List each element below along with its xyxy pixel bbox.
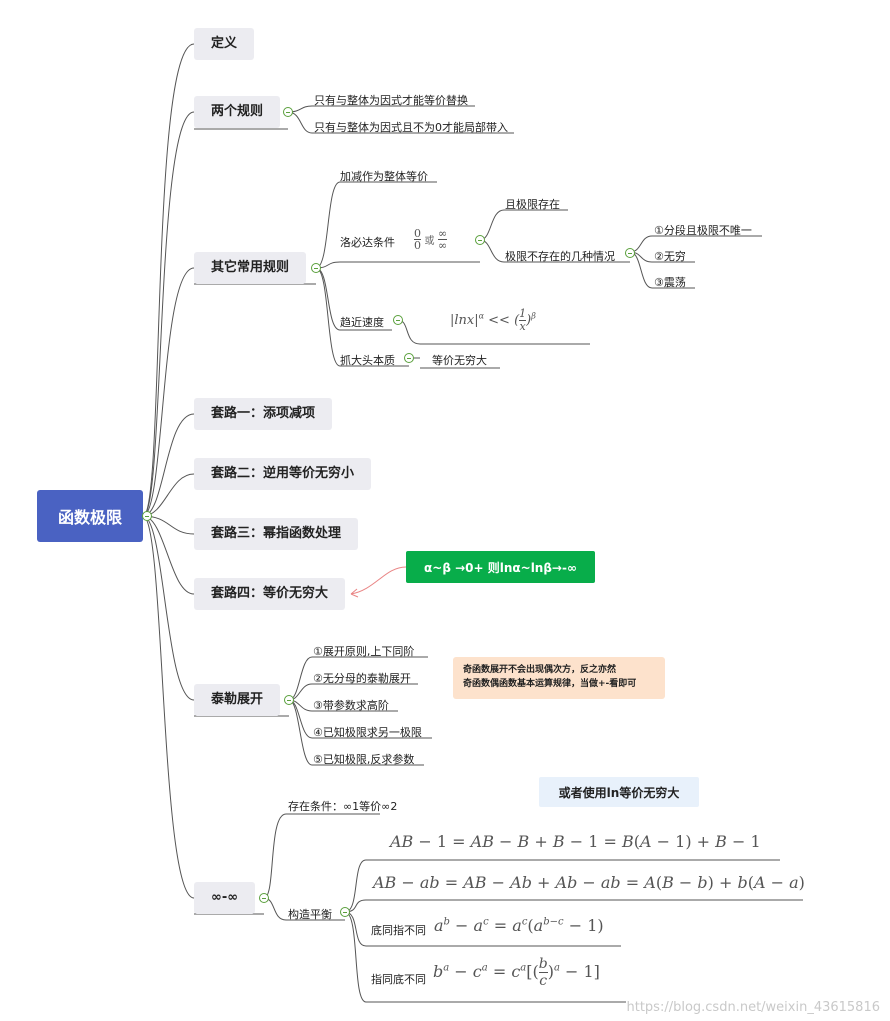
lhopital-node[interactable]: 洛必达条件 (340, 236, 395, 249)
collapse-icon[interactable] (393, 315, 403, 325)
routine-4-callout[interactable]: α~β →0+ 则lnα~lnβ→-∞ (406, 551, 595, 583)
case-1[interactable]: ①分段且极限不唯一 (654, 224, 752, 237)
case-3[interactable]: ③震荡 (654, 276, 686, 289)
note-line-1: 奇函数展开不会出现偶次方，反之亦然 (463, 665, 617, 675)
speed-node[interactable]: 趋近速度 (340, 316, 384, 329)
collapse-icon[interactable] (404, 353, 414, 363)
collapse-icon[interactable] (259, 893, 269, 903)
taylor-item-4[interactable]: ④已知极限求另一极限 (313, 726, 422, 739)
equivalent-infinity[interactable]: 等价无穷大 (432, 354, 487, 367)
construct-balance[interactable]: 构造平衡 (288, 908, 332, 921)
rule-item-1[interactable]: 只有与整体为因式才能等价替换 (314, 94, 468, 107)
case-2[interactable]: ②无穷 (654, 250, 686, 263)
taylor-item-3[interactable]: ③带参数求高阶 (313, 699, 389, 712)
root-node[interactable]: 函数极限 (37, 490, 143, 542)
hint-text: 或者使用ln等价无穷大 (558, 785, 680, 800)
taylor-item-2[interactable]: ②无分母的泰勒展开 (313, 672, 411, 685)
exist-condition[interactable]: 存在条件：∞1等价∞2 (288, 800, 398, 813)
node-inf-minus-inf[interactable]: ∞-∞ (194, 882, 256, 914)
grab-node[interactable]: 抓大头本质 (340, 354, 395, 367)
rule-item-2[interactable]: 只有与整体为因式且不为0才能局部带入 (314, 121, 508, 134)
collapse-icon[interactable] (283, 107, 293, 117)
collapse-icon[interactable] (142, 511, 152, 521)
limit-not-exist[interactable]: 极限不存在的几种情况 (505, 250, 615, 263)
collapse-icon[interactable] (284, 695, 294, 705)
root-label: 函数极限 (57, 508, 122, 527)
taylor-note[interactable]: 奇函数展开不会出现偶次方，反之亦然 奇函数偶函数基本运算规律，当做+-看即可 (453, 657, 665, 699)
collapse-icon[interactable] (340, 907, 350, 917)
node-two-rules[interactable]: 两个规则 (194, 96, 281, 128)
collapse-icon[interactable] (625, 248, 635, 258)
node-routine-1[interactable]: 套路一：添项减项 (194, 398, 333, 430)
base-same-label[interactable]: 底同指不同 (371, 924, 426, 937)
equation-2: AB − ab = AB − Ab + Ab − ab = A(B − b) +… (373, 873, 805, 892)
watermark: https://blog.csdn.net/weixin_43615816 (626, 1000, 880, 1015)
node-routine-3[interactable]: 套路三：幂指函数处理 (194, 518, 359, 550)
ln-hint[interactable]: 或者使用ln等价无穷大 (539, 777, 699, 807)
add-sub-rule[interactable]: 加减作为整体等价 (340, 170, 428, 183)
exp-same-label[interactable]: 指同底不同 (371, 973, 426, 986)
callout-text: α~β →0+ 则lnα~lnβ→-∞ (424, 560, 577, 575)
taylor-item-1[interactable]: ①展开原则,上下同阶 (313, 645, 415, 658)
node-definition[interactable]: 定义 (194, 28, 255, 60)
node-routine-2[interactable]: 套路二：逆用等价无穷小 (194, 458, 372, 490)
node-taylor[interactable]: 泰勒展开 (194, 684, 281, 716)
node-other-rules[interactable]: 其它常用规则 (194, 252, 307, 284)
equation-3: ab − ac = ac(ab−c − 1) (434, 916, 604, 935)
collapse-icon[interactable] (475, 235, 485, 245)
collapse-icon[interactable] (311, 263, 321, 273)
taylor-item-5[interactable]: ⑤已知极限,反求参数 (313, 753, 415, 766)
node-routine-4[interactable]: 套路四：等价无穷大 (194, 578, 346, 610)
note-line-2: 奇函数偶函数基本运算规律，当做+-看即可 (463, 679, 637, 689)
limit-exists[interactable]: 且极限存在 (505, 198, 560, 211)
equation-1: AB − 1 = AB − B + B − 1 = B(A − 1) + B −… (390, 832, 761, 851)
